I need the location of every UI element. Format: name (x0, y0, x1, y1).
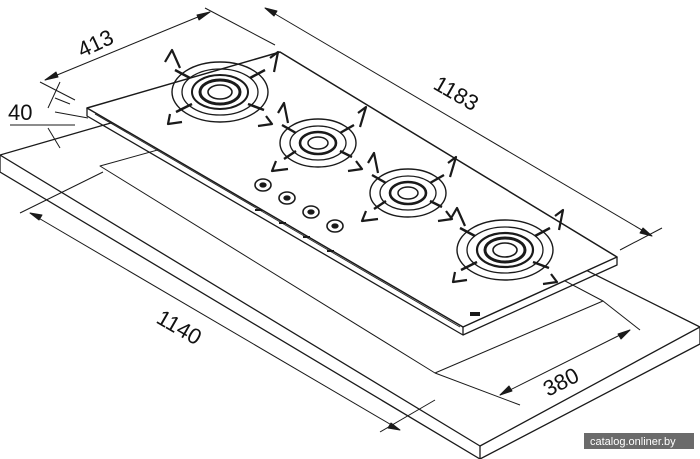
knob-2 (278, 191, 296, 224)
knob-3 (302, 205, 320, 238)
burner-2 (270, 101, 368, 173)
knob-1 (254, 178, 272, 211)
hob-glass (86, 51, 618, 336)
burner-4 (449, 206, 565, 286)
burner-3 (360, 151, 458, 223)
watermark-text: catalog.onliner.by (590, 436, 676, 448)
dim-label-40: 40 (8, 100, 32, 125)
dimension-lines (10, 7, 663, 433)
dim-label-413: 413 (74, 24, 118, 62)
knob-4 (326, 219, 344, 252)
watermark-background (584, 433, 694, 449)
burner-1 (164, 48, 280, 128)
